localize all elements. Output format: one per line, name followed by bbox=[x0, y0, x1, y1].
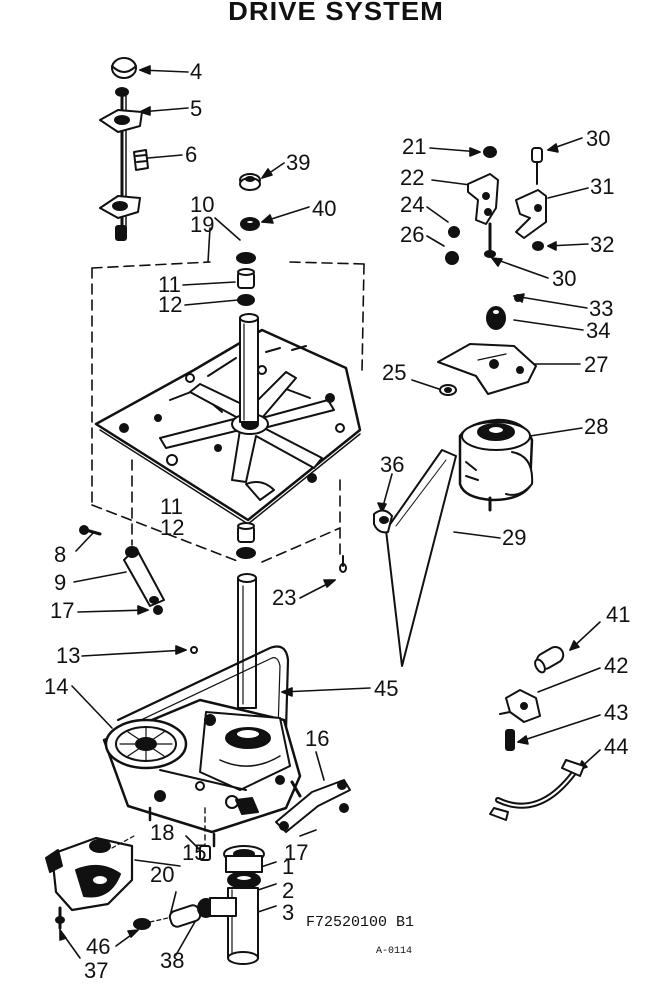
mounting-plate bbox=[96, 330, 360, 524]
drive-shaft-upper bbox=[240, 314, 258, 422]
drive-shaft-lower bbox=[191, 523, 346, 708]
callout-22: 22 bbox=[400, 165, 425, 190]
diagram-code: F72520100 B1 bbox=[306, 914, 415, 931]
screw-18 bbox=[200, 808, 210, 860]
callout-10: 10 bbox=[190, 192, 215, 217]
callout-4: 4 bbox=[190, 59, 203, 84]
brace-bar bbox=[276, 780, 350, 832]
callout-18: 18 bbox=[150, 820, 175, 845]
callout-6: 6 bbox=[185, 142, 198, 167]
figure-reference: A-0114 bbox=[376, 946, 413, 957]
switch-parts bbox=[490, 644, 584, 820]
idler-bracket bbox=[80, 526, 164, 614]
leader-lines bbox=[60, 66, 600, 958]
callout-39: 39 bbox=[286, 150, 311, 175]
callout-33: 33 bbox=[589, 296, 614, 321]
mounting-plate-dashed-outline bbox=[92, 262, 364, 562]
callout-5: 5 bbox=[190, 96, 203, 121]
callout-27: 27 bbox=[584, 352, 609, 377]
callout-26: 26 bbox=[400, 222, 425, 247]
callout-17-right: 17 bbox=[284, 840, 309, 865]
seal-stack bbox=[237, 174, 260, 305]
callout-36: 36 bbox=[380, 452, 405, 477]
callout-46: 46 bbox=[86, 934, 111, 959]
callout-31: 31 bbox=[590, 174, 615, 199]
drive-belt bbox=[118, 647, 288, 731]
callout-24: 24 bbox=[400, 192, 425, 217]
callout-30-top: 30 bbox=[586, 126, 611, 151]
callout-23: 23 bbox=[272, 585, 297, 610]
callout-12-lower: 12 bbox=[160, 515, 185, 540]
callout-25: 25 bbox=[382, 360, 407, 385]
callout-41: 41 bbox=[606, 602, 631, 627]
callout-16: 16 bbox=[305, 726, 330, 751]
callout-38: 38 bbox=[160, 948, 185, 973]
callout-3: 3 bbox=[282, 900, 295, 925]
callout-14: 14 bbox=[44, 674, 69, 699]
callout-9: 9 bbox=[54, 570, 67, 595]
callout-12: 12 bbox=[158, 292, 183, 317]
lid-switch-lever-assembly bbox=[100, 58, 148, 240]
callout-20: 20 bbox=[150, 862, 175, 887]
callout-13: 13 bbox=[56, 643, 81, 668]
callout-29: 29 bbox=[502, 525, 527, 550]
motor-shield bbox=[374, 450, 456, 666]
callout-40: 40 bbox=[312, 196, 337, 221]
diagram-title: DRIVE SYSTEM bbox=[228, 0, 444, 26]
callout-1: 1 bbox=[282, 854, 295, 879]
callout-45: 45 bbox=[374, 676, 399, 701]
callout-34: 34 bbox=[586, 318, 611, 343]
callout-21: 21 bbox=[402, 134, 427, 159]
callout-43: 43 bbox=[604, 700, 629, 725]
callout-32: 32 bbox=[590, 232, 615, 257]
pump-hose-coupling bbox=[134, 898, 236, 929]
water-pump bbox=[46, 836, 134, 928]
drive-motor bbox=[460, 420, 532, 510]
callout-19: 19 bbox=[190, 212, 215, 237]
callout-2: 2 bbox=[282, 878, 295, 903]
callout-15: 15 bbox=[182, 840, 207, 865]
callout-37: 37 bbox=[84, 958, 109, 983]
callout-28: 28 bbox=[584, 414, 609, 439]
callout-11-lower: 11 bbox=[160, 494, 183, 519]
motor-mount-hardware bbox=[438, 295, 536, 395]
callout-11: 11 bbox=[158, 272, 181, 297]
callout-44: 44 bbox=[604, 734, 629, 759]
callout-42: 42 bbox=[604, 653, 629, 678]
callout-8: 8 bbox=[54, 542, 67, 567]
callout-17-left: 17 bbox=[50, 598, 75, 623]
transmission-assembly bbox=[104, 700, 300, 846]
callout-30-bottom: 30 bbox=[552, 266, 577, 291]
motor-brackets bbox=[446, 147, 546, 264]
